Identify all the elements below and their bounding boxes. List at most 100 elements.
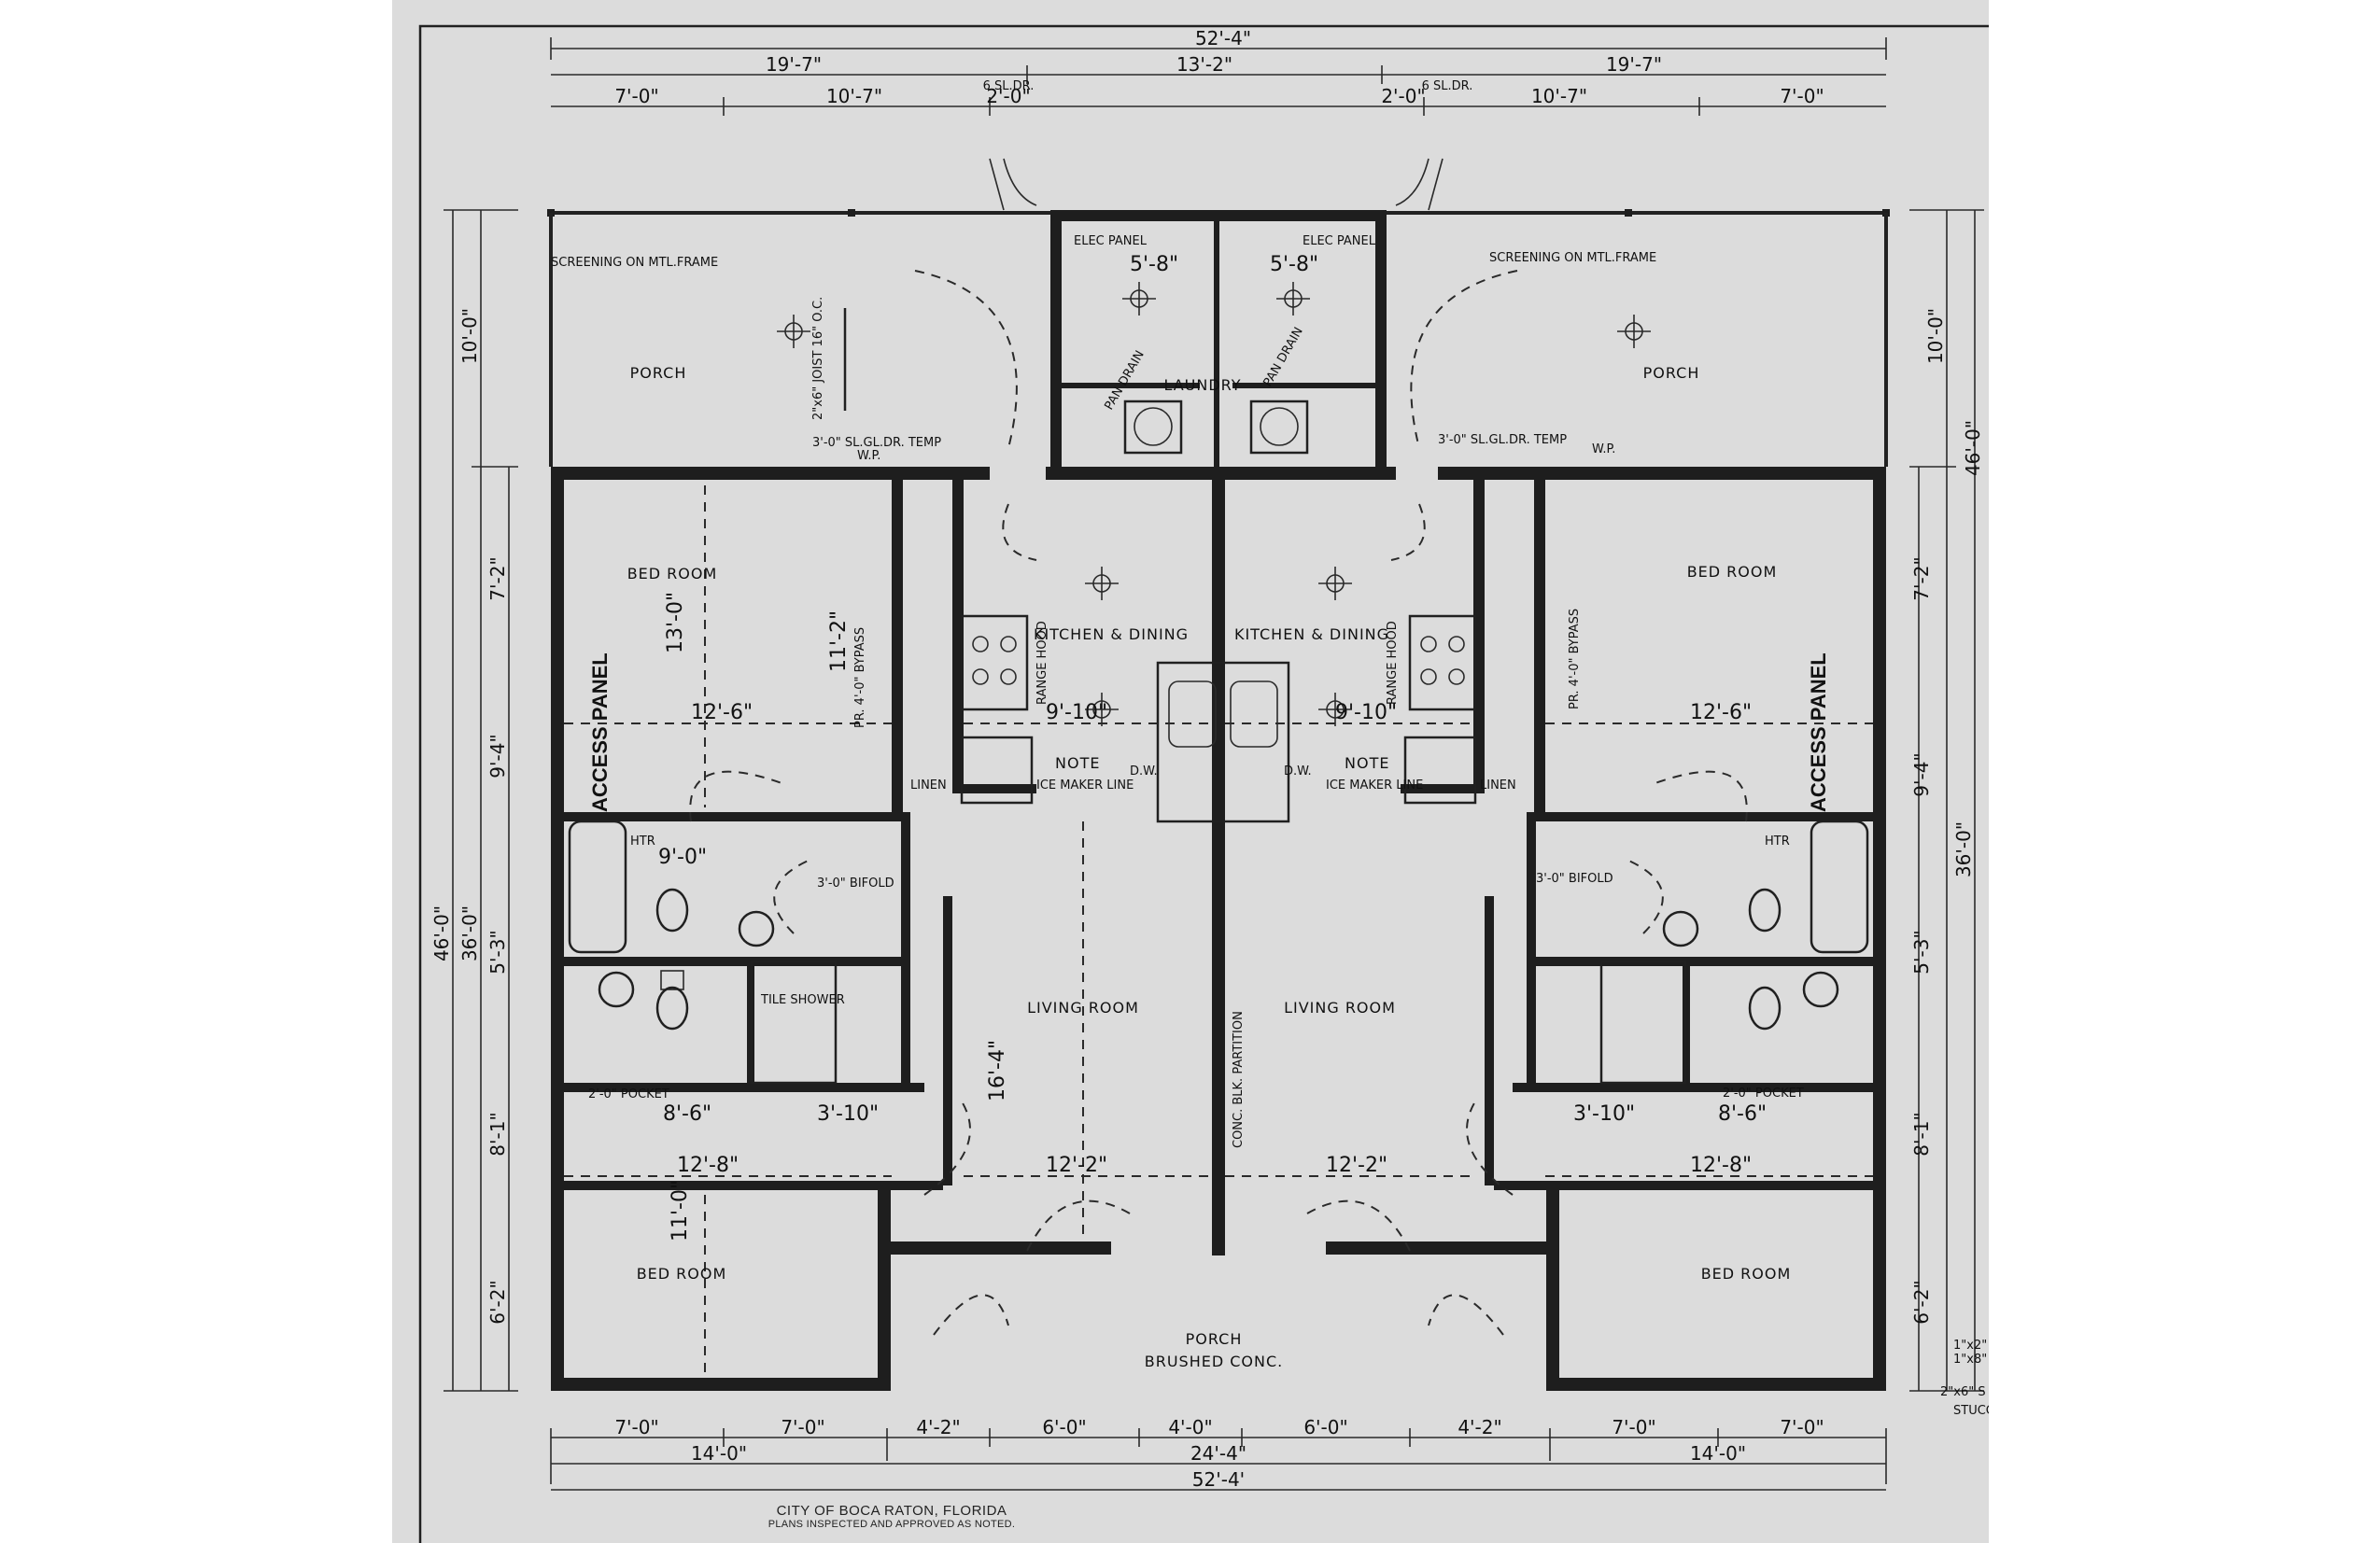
dim-top-sub-5: 10'-7" <box>1531 85 1587 107</box>
dim-left-porch: 10'-0" <box>458 308 481 364</box>
dim-left-1: 7'-2" <box>486 556 509 600</box>
dim-bottom-4: 6'-0" <box>1042 1416 1086 1438</box>
dim-int-14: 8'-6" <box>1718 1102 1767 1126</box>
floor-plan: 52'-4" 19'-7" 13'-2" 19'-7" 7'-0" 10'-7"… <box>418 24 1989 1543</box>
dim-bottom-3: 4'-2" <box>916 1416 960 1438</box>
label-porch-right: PORCH <box>1643 364 1700 382</box>
left-dimensions: 46'-0" 36'-0" 10'-0" 7'-2" 9'-4" 5'-3" 8… <box>430 209 518 1392</box>
dim-left-2: 9'-4" <box>486 734 509 778</box>
note-right: NOTE <box>1345 754 1389 772</box>
label-porch-front: PORCH <box>1186 1330 1243 1348</box>
dim-int-19: 9'-0" <box>658 846 707 869</box>
note-elec-panel-right: ELEC PANEL <box>1303 234 1376 248</box>
note-range-hood-right: RANGE HOOD <box>1386 621 1400 705</box>
dim-left-inner: 36'-0" <box>458 905 481 961</box>
dim-top-sub-1: 7'-0" <box>614 85 658 107</box>
margin-note-3: 2"x6" S <box>1940 1385 1986 1399</box>
note-htr-right: HTR <box>1765 835 1790 849</box>
label-bedroom-lower-left: BED ROOM <box>637 1265 727 1283</box>
dim-bottom-1: 7'-0" <box>614 1416 658 1438</box>
walls <box>547 209 1890 1391</box>
dim-int-1: 13'-0" <box>664 592 687 653</box>
label-porch-front-sub: BRUSHED CONC. <box>1145 1353 1284 1370</box>
stamp-line-1: CITY OF BOCA RATON, FLORIDA <box>776 1503 1007 1519</box>
dim-int-10: 12'-2" <box>1326 1154 1387 1177</box>
label-kitchen-right: KITCHEN & DINING <box>1234 625 1389 643</box>
dim-bottom-9: 7'-0" <box>1780 1416 1824 1438</box>
label-living-left: LIVING ROOM <box>1027 999 1139 1017</box>
dim-left-3: 5'-3" <box>486 930 509 974</box>
dim-top-seg-2: 13'-2" <box>1176 53 1232 76</box>
dim-right-inner: 36'-0" <box>1952 821 1975 877</box>
dim-int-3: 12'-6" <box>1690 701 1752 724</box>
note-left: NOTE <box>1055 754 1100 772</box>
light-fixtures <box>777 282 1651 726</box>
dim-int-15: 3'-10" <box>817 1102 879 1126</box>
dim-left-4: 8'-1" <box>486 1112 509 1156</box>
note-pocket-left: 2'-0" POCKET <box>588 1087 669 1101</box>
stamp-line-2: PLANS INSPECTED AND APPROVED AS NOTED. <box>768 1519 1016 1530</box>
note-bifold-left: 3'-0" BIFOLD <box>817 877 894 891</box>
note-bifold-right: 3'-0" BIFOLD <box>1536 872 1613 886</box>
dim-int-12: 11'-0" <box>669 1180 692 1241</box>
note-tile-shower: TILE SHOWER <box>760 993 845 1007</box>
dim-right-porch: 10'-0" <box>1924 308 1947 364</box>
note-linen-left: LINEN <box>910 779 947 793</box>
note-access-panel-right: ACCESS PANEL <box>1807 652 1830 812</box>
dim-bottom-mid-1: 14'-0" <box>691 1442 747 1465</box>
dim-left-5: 6'-2" <box>486 1280 509 1324</box>
margin-note-1: 1"x2" <box>1953 1339 1987 1353</box>
note-access-panel-left: ACCESS PANEL <box>588 652 612 812</box>
dim-int-2: 12'-6" <box>691 701 753 724</box>
dim-int-13: 8'-6" <box>663 1102 711 1126</box>
note-wp-left: W.P. <box>857 449 880 463</box>
label-living-right: LIVING ROOM <box>1284 999 1396 1017</box>
dim-int-11: 12'-8" <box>1690 1154 1752 1177</box>
note-screening-left: SCREENING ON MTL.FRAME <box>551 256 718 270</box>
room-labels: PORCH PORCH BED ROOM BED ROOM BED ROOM B… <box>627 364 1792 1370</box>
label-bedroom-upper-right: BED ROOM <box>1687 563 1778 581</box>
note-dw-left: D.W. <box>1130 764 1158 779</box>
dim-top-sub-2: 10'-7" <box>826 85 882 107</box>
dim-int-8: 12'-8" <box>677 1154 739 1177</box>
top-dimensions: 52'-4" 19'-7" 13'-2" 19'-7" 7'-0" 10'-7"… <box>550 27 1887 116</box>
dim-right-overall: 46'-0" <box>1962 420 1984 476</box>
dim-right-1: 7'-2" <box>1910 556 1933 600</box>
dim-top-sub-4: 2'-0" <box>1381 85 1425 107</box>
note-icemaker-right: ICE MAKER LINE <box>1326 779 1423 793</box>
dim-bottom-5: 4'-0" <box>1168 1416 1212 1438</box>
dim-right-4: 8'-1" <box>1910 1112 1933 1156</box>
dim-bottom-mid-3: 14'-0" <box>1690 1442 1746 1465</box>
dim-top-sldr-right: 6 SL.DR. <box>1422 79 1473 93</box>
note-wp-right: W.P. <box>1592 442 1615 456</box>
note-bypass-left: PR. 4'-0" BYPASS <box>853 627 867 728</box>
bottom-dimensions: 7'-0" 7'-0" 4'-2" 6'-0" 4'-0" 6'-0" 4'-2… <box>550 1416 1887 1491</box>
approval-stamp: CITY OF BOCA RATON, FLORIDA PLANS INSPEC… <box>752 1503 1032 1530</box>
dim-int-7: 16'-4" <box>986 1040 1009 1101</box>
note-screening-right: SCREENING ON MTL.FRAME <box>1489 251 1656 265</box>
dim-top-overall: 52'-4" <box>1195 27 1251 49</box>
dim-top-seg-1: 19'-7" <box>766 53 822 76</box>
sheet-border <box>418 24 1989 1543</box>
dim-top-sldr-left: 6 SL.DR. <box>983 79 1035 93</box>
label-laundry: LAUNDRY <box>1163 376 1241 394</box>
note-sl-gl-dr-left: 3'-0" SL.GL.DR. TEMP <box>812 436 941 450</box>
note-joist: 2"x6" JOIST 16" O.C. <box>811 297 825 420</box>
dim-int-18: 5'-8" <box>1270 253 1318 276</box>
dim-top-sub-6: 7'-0" <box>1780 85 1824 107</box>
label-bedroom-lower-right: BED ROOM <box>1701 1265 1792 1283</box>
dim-int-17: 5'-8" <box>1130 253 1178 276</box>
kitchen-fixtures <box>960 614 1477 823</box>
dim-left-overall: 46'-0" <box>430 905 453 961</box>
note-linen-right: LINEN <box>1480 779 1516 793</box>
note-icemaker-left: ICE MAKER LINE <box>1036 779 1134 793</box>
dim-bottom-6: 6'-0" <box>1303 1416 1347 1438</box>
note-htr-left: HTR <box>630 835 655 849</box>
margin-note-2: 1"x8" <box>1953 1353 1987 1367</box>
note-range-hood-left: RANGE HOOD <box>1035 621 1049 705</box>
interior-dimension-lines <box>564 485 1873 1372</box>
label-porch-left: PORCH <box>630 364 687 382</box>
dim-bottom-overall: 52'-4' <box>1192 1468 1245 1491</box>
blueprint-sheet: 52'-4" 19'-7" 13'-2" 19'-7" 7'-0" 10'-7"… <box>392 0 1989 1543</box>
